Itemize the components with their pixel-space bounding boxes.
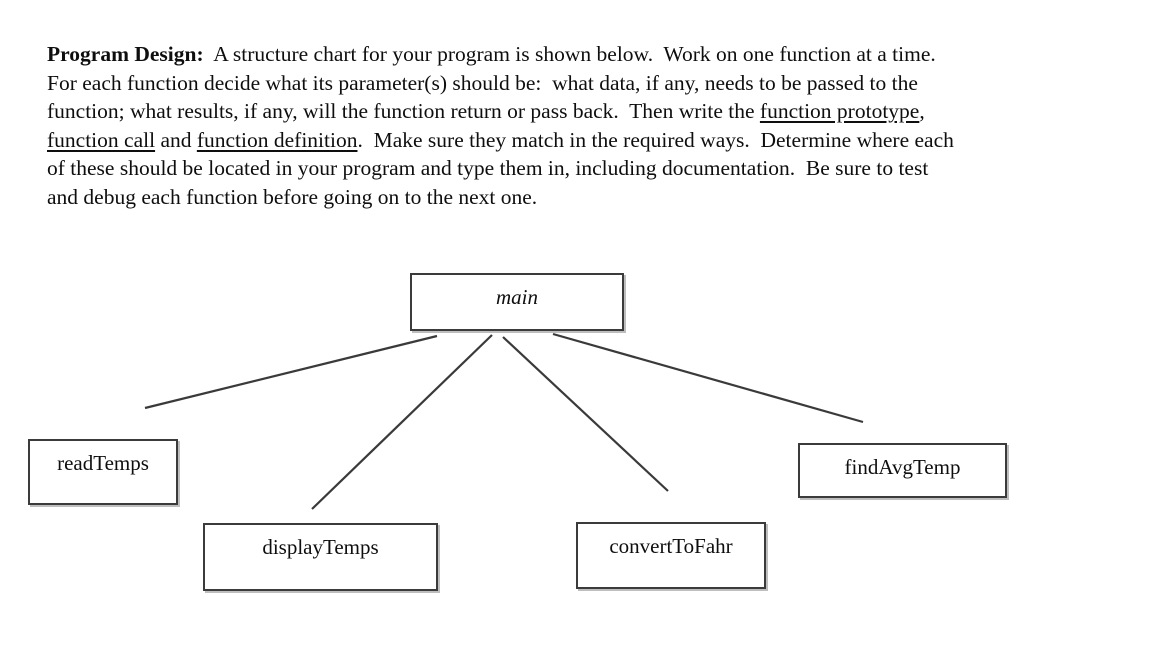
function-box-label-convertToFahr: convertToFahr (609, 534, 733, 558)
text-segment-bold: Program Design: (47, 42, 204, 66)
text-segment-underline: function call (47, 127, 156, 152)
function-box-label-readTemps: readTemps (57, 451, 149, 475)
paragraph-line-2: For each function decide what its parame… (47, 69, 1122, 98)
text-segment-normal: and (155, 127, 197, 152)
connector-main-to-displayTemps (311, 334, 493, 510)
function-box-label-findAvgTemp: findAvgTemp (844, 455, 961, 479)
text-segment-underline: function prototype (759, 99, 920, 124)
connector-main-to-readTemps (144, 334, 438, 410)
instructions-paragraph: Program Design: A structure chart for yo… (47, 40, 1122, 212)
paragraph-line-4: function call and function definition. M… (47, 126, 1122, 155)
connector-main-to-findAvgTemp (552, 332, 864, 424)
text-segment-normal: and debug each function before going on … (47, 184, 538, 209)
paragraph-line-1: Program Design: A structure chart for yo… (47, 40, 1122, 69)
text-segment-underline: function definition (196, 127, 358, 152)
text-segment-normal: function; what results, if any, will the… (47, 99, 760, 124)
function-box-convertToFahr: convertToFahr (576, 522, 766, 589)
text-segment-normal: , (919, 99, 925, 124)
function-box-label-displayTemps: displayTemps (262, 535, 379, 559)
function-box-findAvgTemp: findAvgTemp (798, 443, 1007, 498)
text-segment-normal: of these should be located in your progr… (47, 156, 929, 181)
connector-main-to-convertToFahr (502, 336, 669, 492)
function-box-main: main (410, 273, 624, 331)
paragraph-line-5: of these should be located in your progr… (47, 154, 1122, 183)
text-segment-normal: . Make sure they match in the required w… (357, 127, 954, 152)
text-segment-normal: For each function decide what its parame… (47, 70, 918, 95)
text-segment-normal: A structure chart for your program is sh… (203, 42, 936, 66)
function-box-readTemps: readTemps (28, 439, 178, 505)
function-box-displayTemps: displayTemps (203, 523, 438, 591)
function-box-label-main: main (496, 285, 538, 309)
paragraph-line-6: and debug each function before going on … (47, 183, 1122, 212)
paragraph-line-3: function; what results, if any, will the… (47, 97, 1122, 126)
